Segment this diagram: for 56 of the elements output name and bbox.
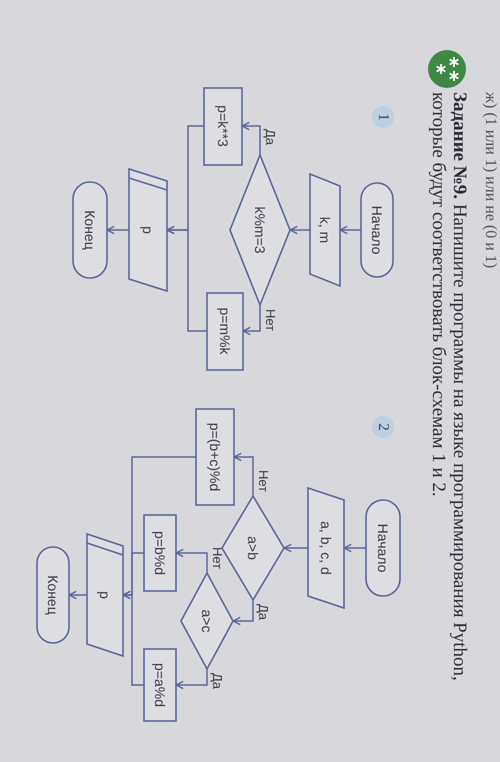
- node-text: a>b: [246, 536, 260, 560]
- node-text: p=m%k: [218, 307, 232, 355]
- terminal-shape: [37, 547, 69, 643]
- node-text: Начало: [376, 524, 390, 572]
- terminal-shape: [366, 500, 400, 596]
- arrow: [232, 600, 254, 626]
- node-text: Конец: [46, 575, 60, 615]
- edge-label: Нет: [257, 470, 270, 492]
- node-text: p=k**3: [216, 105, 230, 147]
- node-text: p: [98, 591, 112, 599]
- arrow: [289, 226, 310, 234]
- scheme-number: 1: [372, 106, 394, 128]
- node-text: Конец: [83, 210, 97, 250]
- scheme-number: 2: [372, 416, 394, 438]
- node-text: a, b, c, d: [319, 521, 333, 575]
- edge-label: Нет: [211, 547, 224, 570]
- decision-diamond: [222, 496, 284, 600]
- terminal-shape: [73, 182, 107, 278]
- arrow: [175, 548, 208, 573]
- arrow: [242, 305, 261, 336]
- arrow: [283, 544, 308, 552]
- decision-diamond: [181, 573, 233, 669]
- arrow: [106, 226, 129, 234]
- process-box: [207, 292, 243, 370]
- arrow: [241, 122, 261, 155]
- arrow: [122, 590, 144, 686]
- task-heading: Задание №9. Напишите программы на языке программирования Python, которые будут соответствовать блок-схемам 1 и 2.: [428, 92, 470, 682]
- node-text: a>c: [200, 610, 214, 632]
- node-text: p=a%d: [153, 663, 167, 707]
- edge-label: Да: [257, 604, 270, 620]
- node-text: k, m: [318, 216, 332, 244]
- input-parallelogram: [308, 488, 344, 608]
- node-text: p: [141, 226, 155, 234]
- process-box: [196, 409, 234, 505]
- input-parallelogram: [310, 174, 340, 286]
- previous-exercise-text: ж) (1 или 1) или не (0 и 1): [481, 92, 499, 268]
- arrow: [233, 452, 254, 496]
- process-box: [144, 649, 176, 721]
- process-box: [144, 515, 176, 591]
- edge-label: Да: [264, 129, 277, 146]
- arrow: [339, 226, 361, 234]
- arrow: [343, 544, 366, 552]
- decision-diamond: [230, 155, 290, 305]
- arrow: [68, 590, 87, 600]
- node-text: Начало: [370, 206, 384, 254]
- output-shape: [87, 534, 123, 656]
- node-text: k%m=3: [253, 206, 267, 254]
- arrow: [175, 669, 208, 690]
- arrow: [166, 226, 207, 332]
- terminal-shape: [361, 183, 393, 277]
- process-box: [204, 88, 242, 164]
- node-text: p=b%d: [153, 531, 167, 575]
- node-text: p=(b+c)%d: [208, 422, 222, 492]
- output-shape: [129, 169, 167, 291]
- edge-label: Нет: [264, 309, 277, 332]
- edge-label: Да: [211, 673, 224, 690]
